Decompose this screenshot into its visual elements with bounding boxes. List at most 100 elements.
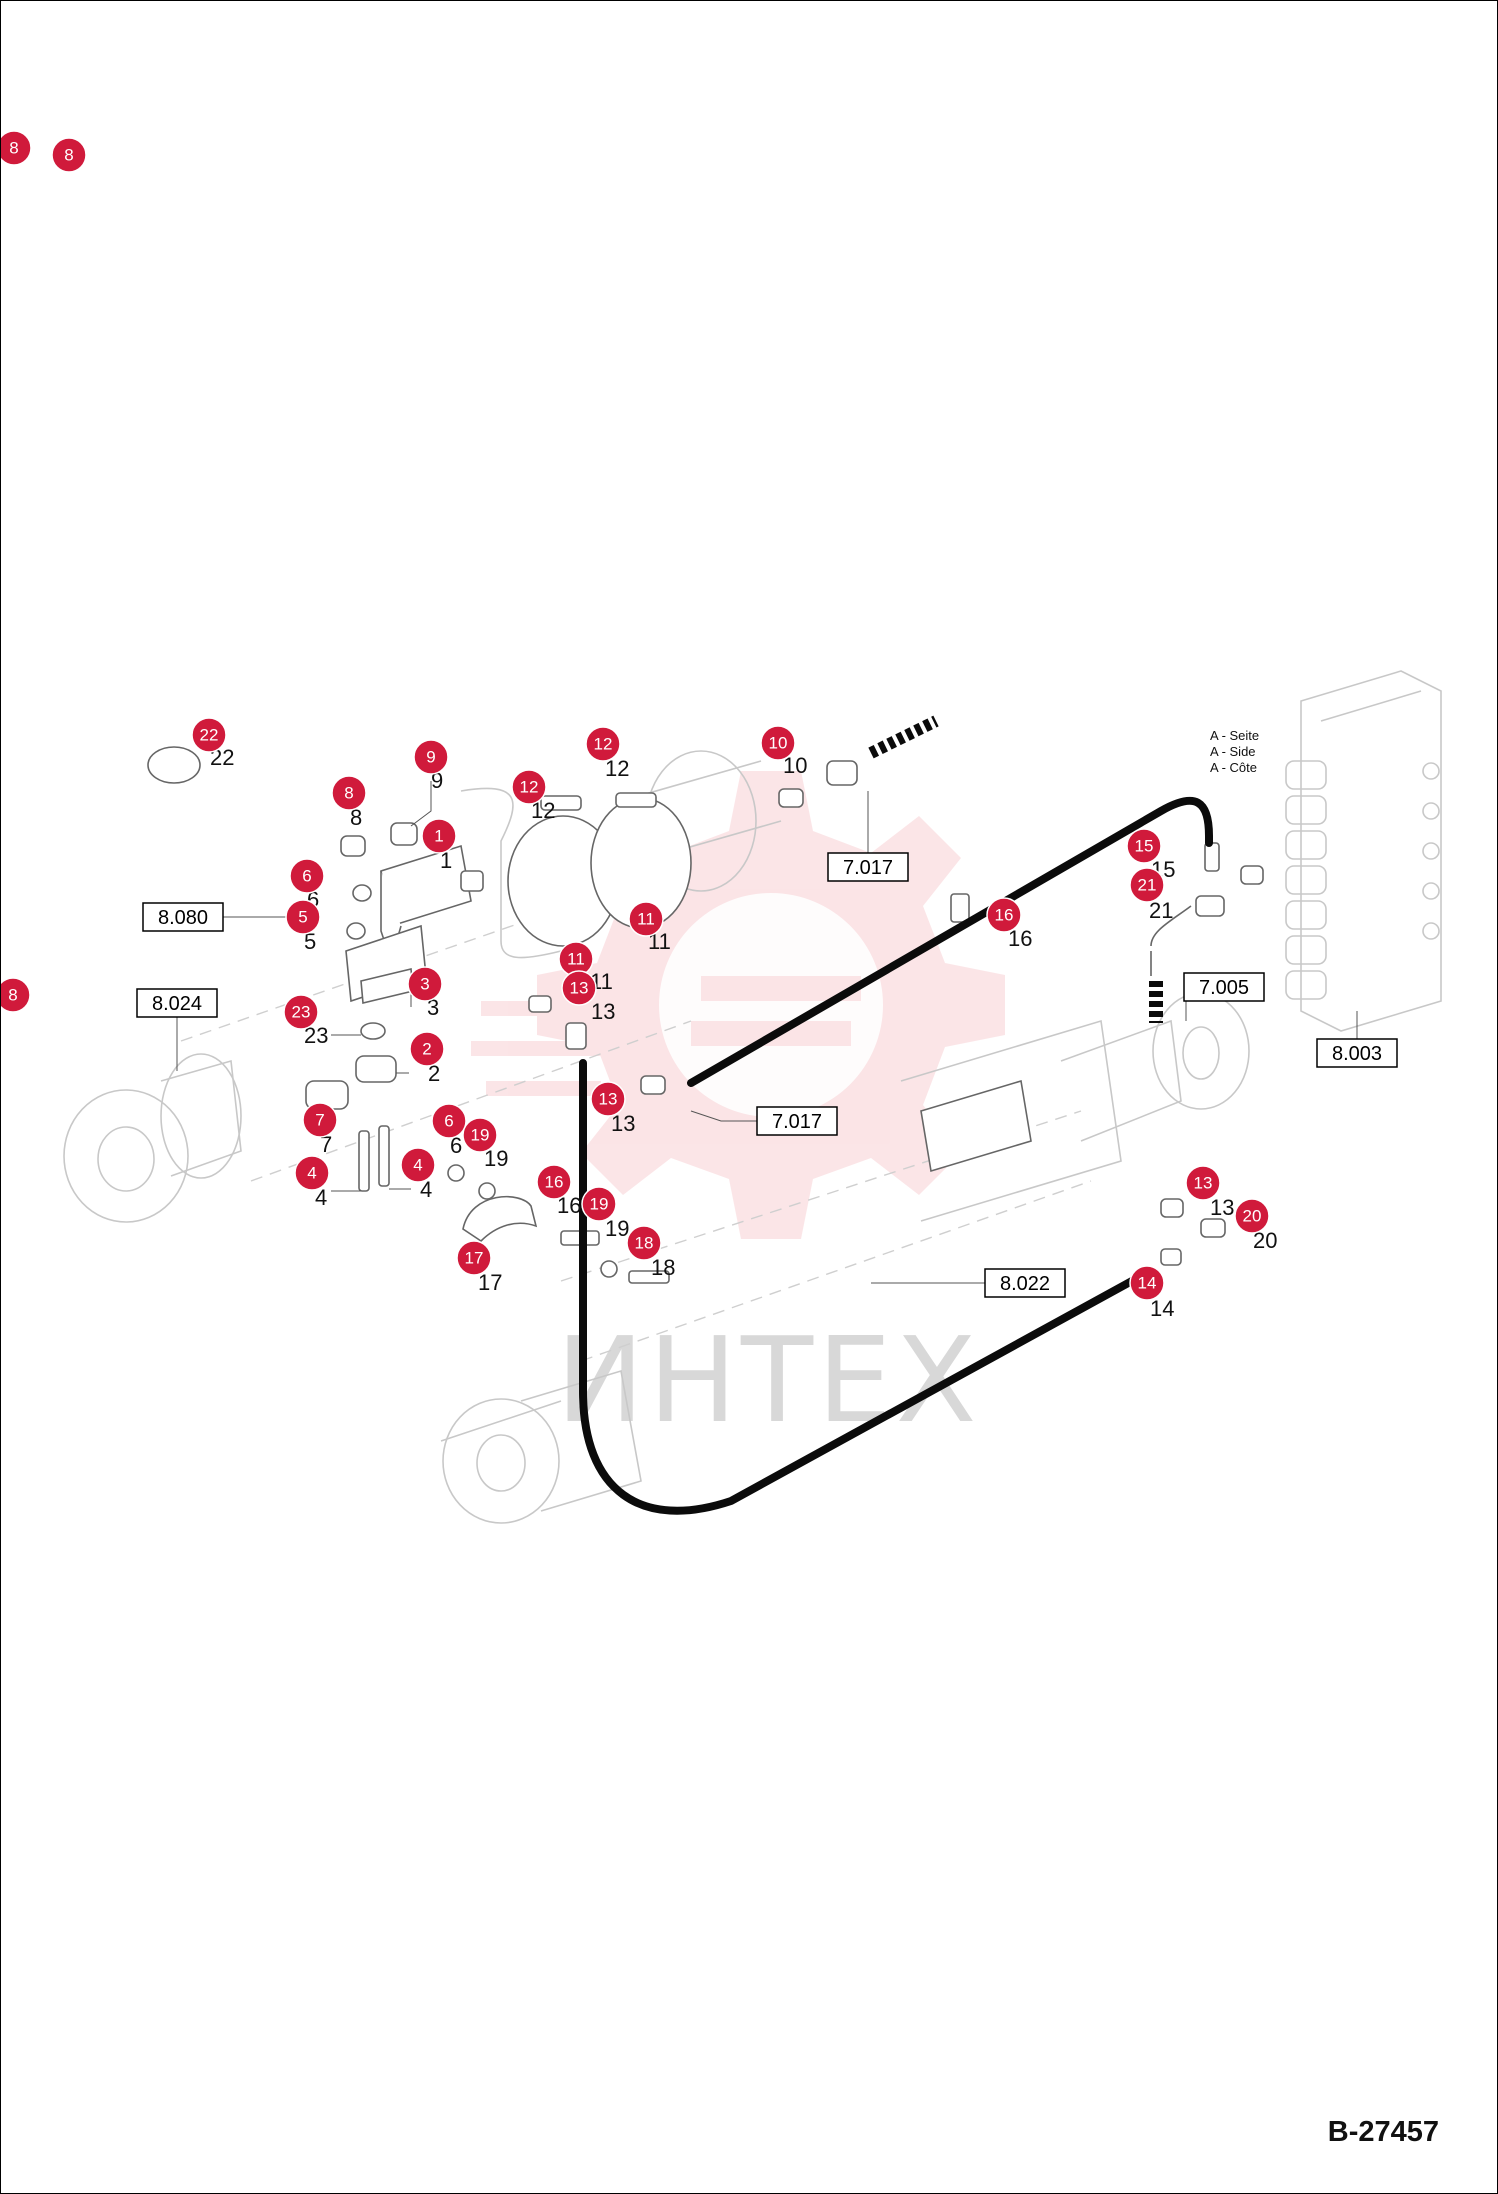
- reference-label: 8.080: [158, 907, 208, 929]
- reference-box-frame: [827, 852, 909, 882]
- callout-circle: [294, 1155, 330, 1191]
- callout-marker[interactable]: 15: [1126, 828, 1162, 864]
- callout-marker[interactable]: 8: [1, 130, 32, 166]
- callout-marker[interactable]: 4: [400, 1147, 436, 1183]
- callout-marker[interactable]: 18: [626, 1225, 662, 1261]
- callout-number: 4: [307, 1164, 316, 1183]
- callout-marker[interactable]: 19: [581, 1186, 617, 1222]
- callout-circle: [1185, 1165, 1221, 1201]
- callout-circle: [511, 769, 547, 805]
- callout-marker[interactable]: 1: [421, 818, 457, 854]
- callout-marker[interactable]: 13: [590, 1081, 626, 1117]
- callout-circle: [585, 726, 621, 762]
- part-number: 13: [591, 999, 615, 1024]
- part-number: 17: [478, 1270, 502, 1295]
- reference-box: 7.005: [1183, 972, 1265, 1002]
- callout-marker[interactable]: 6: [289, 858, 325, 894]
- part-number: 4: [315, 1185, 327, 1210]
- callout-marker[interactable]: 13: [1185, 1165, 1221, 1201]
- callout-marker[interactable]: 21: [1129, 867, 1165, 903]
- callout-circle: [462, 1117, 498, 1153]
- callout-marker[interactable]: 12: [511, 769, 547, 805]
- reference-box: 8.003: [1316, 1038, 1398, 1068]
- part-number: 3: [427, 995, 439, 1020]
- callout-marker[interactable]: 7: [302, 1102, 338, 1138]
- callout-circle: [413, 739, 449, 775]
- callout-marker[interactable]: 19: [462, 1117, 498, 1153]
- callout-marker[interactable]: 10: [760, 725, 796, 761]
- part-number: 14: [1150, 1296, 1174, 1321]
- part-number: 4: [420, 1177, 432, 1202]
- callout-number: 8: [344, 784, 353, 803]
- callout-marker[interactable]: 6: [431, 1103, 467, 1139]
- callout-number: 5: [298, 908, 307, 927]
- parts: [147, 746, 1264, 1284]
- drawing-number: B-27457: [1327, 2116, 1439, 2148]
- part-number: 8: [350, 805, 362, 830]
- hoses: [579, 715, 1213, 1515]
- part-number: 21: [1149, 898, 1173, 923]
- callout-number: 9: [426, 748, 435, 767]
- reference-box: 7.017: [756, 1106, 838, 1136]
- callout-circle: [986, 897, 1022, 933]
- callout-marker[interactable]: 8: [331, 775, 367, 811]
- callout-circle: [289, 858, 325, 894]
- callout-marker[interactable]: 2: [409, 1031, 445, 1067]
- reference-label: 8.003: [1332, 1043, 1382, 1065]
- callout-marker[interactable]: 5: [285, 899, 321, 935]
- callout-circle: [1129, 1265, 1165, 1301]
- callout-number: 23: [292, 1003, 311, 1022]
- reference-box: 8.080: [142, 902, 224, 932]
- reference-box-frame: [756, 1106, 838, 1136]
- callout-number: 13: [599, 1090, 618, 1109]
- reference-label: 7.017: [772, 1111, 822, 1133]
- callout-marker[interactable]: 14: [1129, 1265, 1165, 1301]
- callout-number: 11: [567, 950, 585, 969]
- callout-marker[interactable]: 11: [628, 901, 664, 937]
- side-note-line-3: A - Côte: [1210, 760, 1257, 775]
- callout-marker[interactable]: 12: [585, 726, 621, 762]
- o-ring-part: [360, 1022, 386, 1040]
- callout-number: 4: [413, 1156, 422, 1175]
- watermark-text: ИНТЕХ: [556, 1311, 980, 1449]
- callout-circle: [302, 1102, 338, 1138]
- callout-marker[interactable]: 23: [283, 994, 319, 1030]
- callout-circle: [331, 775, 367, 811]
- reference-box-frame: [142, 902, 224, 932]
- callout-marker[interactable]: 3: [407, 966, 443, 1002]
- callout-circle: [51, 137, 87, 173]
- callout-marker[interactable]: 16: [536, 1164, 572, 1200]
- callout-marker[interactable]: 13: [561, 970, 597, 1006]
- part-number: 11: [648, 929, 671, 954]
- callout-number: 1: [434, 827, 443, 846]
- callout-marker[interactable]: 20: [1234, 1198, 1270, 1234]
- side-note-line-2: A - Side: [1210, 744, 1256, 759]
- callout-marker[interactable]: 16: [986, 897, 1022, 933]
- callout-marker[interactable]: 8: [1, 977, 31, 1013]
- part-number: 2: [428, 1061, 440, 1086]
- hose-line-lower: [579, 1059, 1145, 1515]
- callout-marker[interactable]: 4: [294, 1155, 330, 1191]
- callout-number: 6: [302, 867, 311, 886]
- callout-number: 11: [637, 910, 655, 929]
- part-number: 1: [440, 848, 452, 873]
- callout-circle: [590, 1081, 626, 1117]
- callout-marker[interactable]: 9: [413, 739, 449, 775]
- callout-number: 14: [1138, 1274, 1157, 1293]
- callout-circle: [581, 1186, 617, 1222]
- reference-box-frame: [136, 988, 218, 1018]
- callout-circle: [400, 1147, 436, 1183]
- reference-label: 7.005: [1199, 977, 1249, 999]
- callout-marker[interactable]: 22: [191, 717, 227, 753]
- callout-marker[interactable]: 8: [51, 137, 87, 173]
- callout-circle: [421, 818, 457, 854]
- callout-number: 13: [1194, 1174, 1213, 1193]
- callout-circle: [1, 130, 32, 166]
- side-note-line-1: A - Seite: [1210, 728, 1259, 743]
- callout-number: 18: [635, 1234, 654, 1253]
- part-number: 6: [450, 1133, 462, 1158]
- callout-circle: [1126, 828, 1162, 864]
- callout-marker[interactable]: 17: [456, 1240, 492, 1276]
